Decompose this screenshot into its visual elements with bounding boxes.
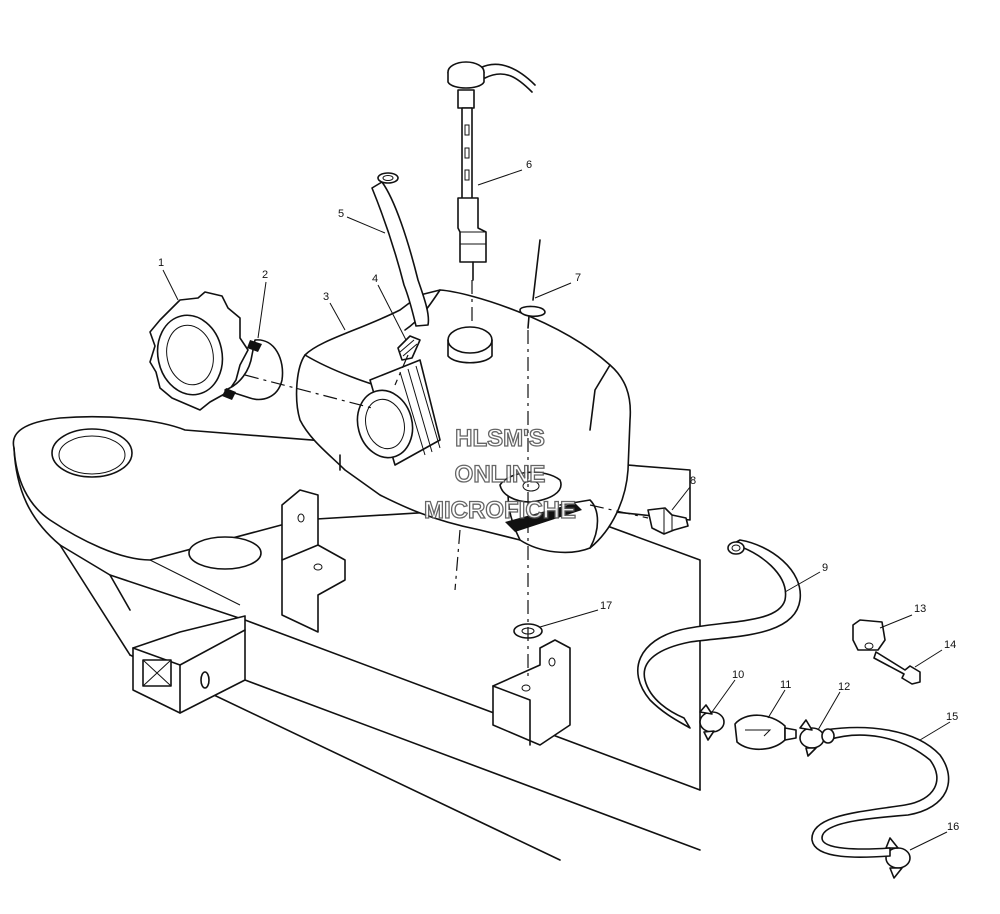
hose-clip (852, 619, 886, 651)
hose-clamp-10 (699, 704, 725, 741)
callout-13: 13 (914, 603, 926, 615)
gasket (222, 339, 284, 401)
callout-2: 2 (262, 269, 268, 281)
callout-16: 16 (947, 821, 959, 833)
callout-4: 4 (372, 273, 378, 285)
dipstick (519, 239, 546, 329)
callout-7: 7 (575, 272, 581, 284)
vent-fitting (397, 335, 421, 361)
callout-14: 14 (944, 639, 956, 651)
vent-hose (371, 172, 430, 327)
oil-hose-lower (811, 726, 950, 859)
oil-tank (295, 289, 632, 554)
frame-bracket-left (281, 489, 346, 633)
filler-cap (149, 291, 249, 411)
callout-8: 8 (690, 475, 696, 487)
callout-leaders (162, 169, 951, 851)
watermark-line-3: MICROFICHE (424, 497, 576, 524)
assembly-center-lines (244, 280, 649, 680)
watermark: HLSM'S ONLINE MICROFICHE (423, 424, 576, 524)
callout-6: 6 (526, 159, 532, 171)
callout-5: 5 (338, 208, 344, 220)
callout-labels: 1 2 3 4 5 6 7 8 9 10 11 12 13 14 15 16 1… (158, 159, 959, 833)
watermark-line-2: ONLINE (455, 461, 546, 488)
outlet-fitting (647, 507, 689, 535)
callout-10: 10 (732, 669, 744, 681)
callout-15: 15 (946, 711, 958, 723)
oil-hose-upper (637, 539, 801, 729)
clip-bolt (873, 651, 921, 685)
watermark-line-1: HLSM'S (455, 425, 545, 452)
callout-1: 1 (158, 257, 164, 269)
callout-11: 11 (780, 679, 791, 691)
callout-12: 12 (838, 681, 850, 693)
callout-9: 9 (822, 562, 828, 574)
inline-filter (734, 714, 797, 751)
callout-3: 3 (323, 291, 329, 303)
hose-clamp-16 (885, 837, 911, 879)
level-sender (447, 61, 536, 281)
frame-bracket-right (492, 639, 571, 746)
callout-17: 17 (600, 600, 612, 612)
